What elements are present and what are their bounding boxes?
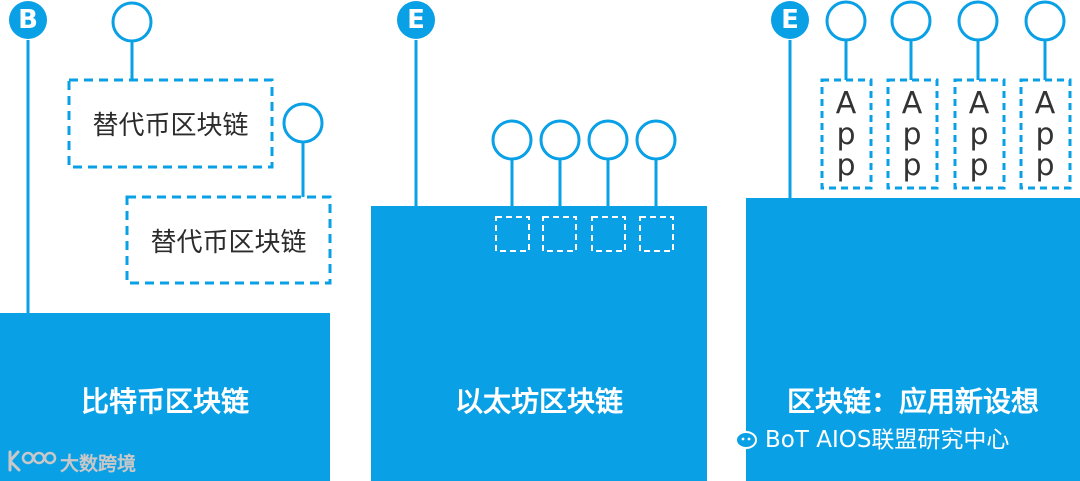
apps-badge-circle: [771, 1, 809, 39]
sidechain-1-box: [67, 78, 274, 169]
bigdata-logo-icon: [8, 450, 57, 472]
badge-e-apps: E: [781, 5, 799, 35]
brand-text: 大数跨境: [60, 453, 137, 475]
bitcoin-badge-circle: [9, 1, 47, 39]
app-1: [820, 0, 873, 190]
ethereum-block: [371, 206, 707, 481]
contract-slot: [591, 216, 626, 252]
panel-bitcoin: [0, 1, 332, 481]
app-3: [953, 0, 1006, 190]
app-box: [953, 78, 1006, 190]
watermark-text: BoT AIOS联盟研究中心: [765, 427, 1010, 453]
app-3-label: A p p: [968, 86, 990, 183]
apps-block-title: 区块链：应用新设想: [786, 385, 1039, 418]
bitcoin-block: [0, 313, 330, 481]
bitcoin-block-title: 比特币区块链: [80, 385, 249, 418]
app-box: [886, 78, 939, 190]
sidechain-2-label: 替代币区块链: [150, 228, 307, 258]
app-box: [820, 78, 873, 190]
app-2: [886, 0, 939, 190]
app-4-label: A p p: [1034, 86, 1056, 183]
contract-slot: [639, 216, 674, 252]
app-1-label: A p p: [835, 86, 857, 183]
apps-block: [746, 198, 1080, 481]
sidechain-2-box: [125, 195, 332, 285]
badge-b: B: [18, 5, 38, 35]
sidechain-1-label: 替代币区块链: [92, 111, 249, 141]
contract-1: [491, 119, 533, 252]
panel-applications: [746, 0, 1080, 481]
wechat-icon: [722, 422, 757, 449]
ethereum-badge-circle: [397, 1, 435, 39]
app-4: [1019, 0, 1072, 190]
contract-slot: [542, 216, 577, 252]
contract-4: [635, 119, 677, 252]
app-2-label: A p p: [901, 86, 923, 183]
badge-e-ethereum: E: [407, 5, 425, 35]
contract-2: [539, 119, 581, 252]
ethereum-block-title: 以太坊区块链: [454, 385, 623, 418]
contract-slot: [495, 216, 530, 252]
app-box: [1019, 78, 1072, 190]
contract-3: [587, 119, 629, 252]
panel-ethereum: [371, 1, 707, 481]
